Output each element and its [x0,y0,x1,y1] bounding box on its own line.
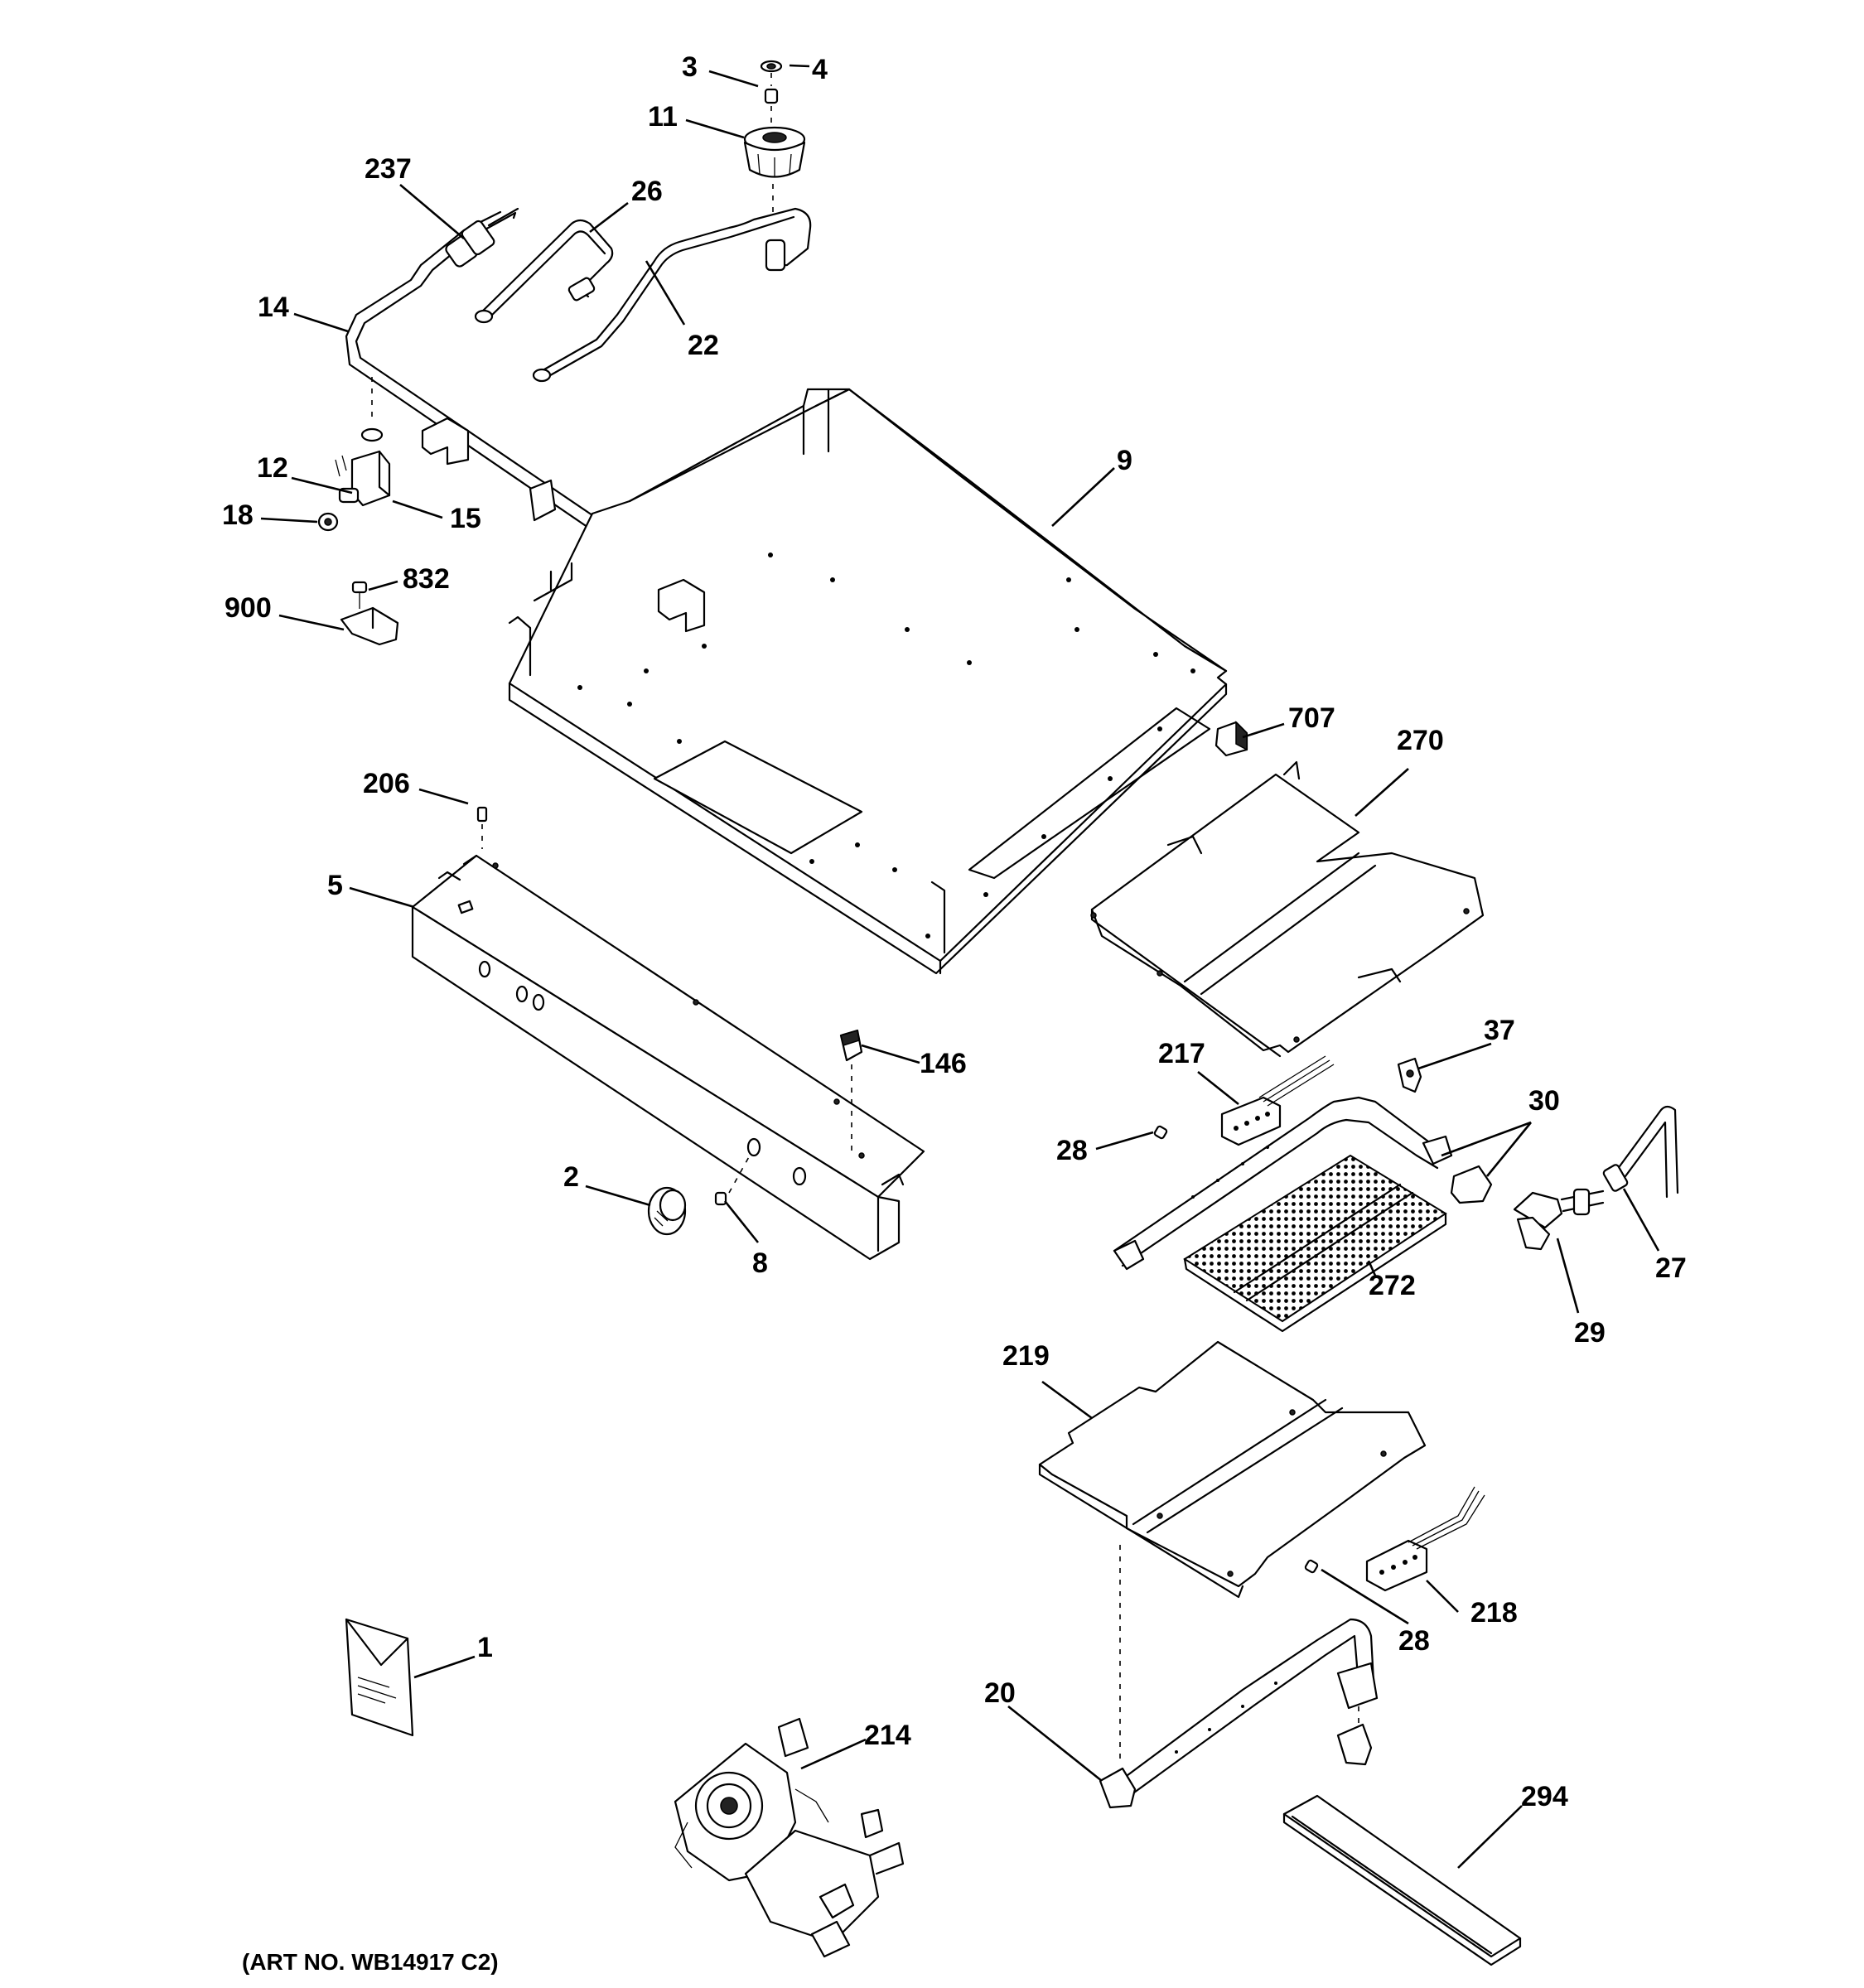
callout-30: 30 [1528,1085,1560,1117]
callout-219: 219 [1002,1340,1050,1372]
orifice-fitting-part [1513,1188,1605,1251]
valve-assembly-part [317,377,391,532]
callout-218: 218 [1470,1597,1518,1629]
burner-head-part [743,126,806,217]
callout-11: 11 [648,101,678,133]
stem-part [714,1155,751,1206]
callout-26: 20 [984,1677,1016,1709]
callout-900: 900 [225,592,272,624]
callout-3: 3 [682,51,698,83]
broil-burner-tube-part [1113,1096,1493,1271]
small-bracket-part [1397,1057,1422,1093]
literature-envelope-part [345,1618,414,1737]
callout-28-bottom: 28 [1398,1625,1430,1657]
screw-bottom-part [1304,1559,1319,1574]
callout-14: 14 [258,292,289,323]
callout-270: 270 [1397,725,1444,756]
control-panel-part [411,806,925,1261]
gas-valve-part [674,1717,905,1958]
callout-146: 146 [920,1048,967,1079]
gas-line-part [1602,1105,1679,1199]
callout-707: 707 [1288,702,1335,734]
bracket-part [340,581,399,646]
callout-206: 206 [363,768,410,799]
lower-shield-part [1282,1794,1522,1966]
callout-237: 237 [365,153,412,185]
igniter-top-part [1220,1055,1335,1146]
callout-2: 2 [563,1161,579,1193]
igniter-bottom-part [1365,1486,1485,1592]
screw-top-part [1153,1125,1168,1140]
callout-4: 4 [812,54,828,85]
screw-washer-part [760,60,783,124]
callout-labels: 3 4 11 237 26 14 22 9 12 18 15 832 900 7… [222,51,1687,1975]
callout-294: 294 [1521,1781,1568,1812]
art-number: (ART NO. WB14917 C2) [242,1949,499,1975]
callout-27: 27 [1655,1252,1687,1284]
callout-1: 1 [477,1632,493,1663]
callout-37: 37 [1484,1015,1515,1046]
callout-20: 22 [688,330,719,361]
callout-15: 15 [450,503,481,534]
panel-clip-part [839,1029,863,1156]
oven-burner-part [1099,1618,1379,1809]
callout-9: 9 [1117,445,1132,476]
knob-part [647,1186,687,1236]
callout-832: 832 [403,563,450,595]
leader-lines [260,64,1660,1869]
callout-272: 272 [1369,1270,1416,1301]
callout-29: 29 [1574,1317,1606,1349]
flame-spreader-part [1183,1154,1447,1333]
clip-part [1214,721,1248,757]
callout-8: 8 [752,1247,768,1279]
callout-28-top: 28 [1056,1135,1088,1166]
baffle-part [1038,1340,1427,1764]
callout-18: 18 [222,499,254,531]
burner-shield-part [1090,760,1485,1058]
burner-tubes-part [474,207,812,383]
callout-22: 26 [631,176,663,207]
callout-217: 217 [1158,1038,1205,1069]
callout-12: 12 [257,452,288,484]
callout-214: 214 [864,1720,911,1751]
burner-box-part [421,388,1228,975]
callout-5: 5 [327,870,343,901]
